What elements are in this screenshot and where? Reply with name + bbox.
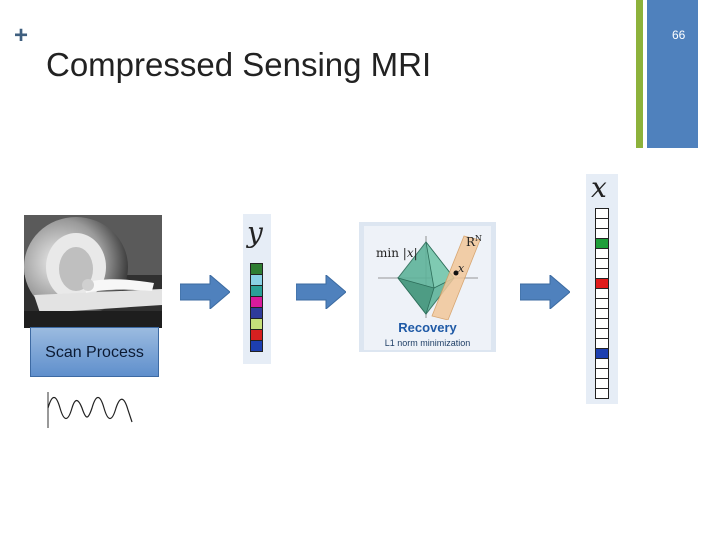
recovery-title: Recovery xyxy=(398,320,457,335)
y-symbol: y xyxy=(247,216,263,249)
accent-box-blue xyxy=(647,0,698,148)
signal-vector xyxy=(595,208,609,399)
mri-scanner-image xyxy=(24,215,162,328)
arrow-right-icon xyxy=(296,275,346,309)
rn-label: RN xyxy=(466,234,482,249)
signal-waveform xyxy=(47,392,133,428)
recovery-subtitle: L1 norm minimization xyxy=(384,338,471,348)
min-text: min xyxy=(376,246,399,260)
vector-cell xyxy=(595,388,609,399)
scan-process-button: Scan Process xyxy=(30,327,159,377)
min-label: min |x| xyxy=(376,246,418,260)
x-symbol: x xyxy=(591,171,607,204)
space-label: R xyxy=(466,235,476,249)
slide-title: Compressed Sensing MRI xyxy=(46,46,432,83)
arrow-right-icon xyxy=(180,275,230,309)
point-label: x xyxy=(458,262,465,275)
slide-number: 66 xyxy=(672,28,686,42)
vector-cell xyxy=(250,340,263,352)
measurement-vector xyxy=(250,263,263,355)
l1-ball-diagram xyxy=(378,235,481,320)
plus-mark: + xyxy=(14,22,29,49)
space-exponent: N xyxy=(475,234,483,243)
accent-bar-green xyxy=(636,0,643,148)
arrow-right-icon xyxy=(520,275,570,309)
norm-text: x xyxy=(406,246,414,260)
